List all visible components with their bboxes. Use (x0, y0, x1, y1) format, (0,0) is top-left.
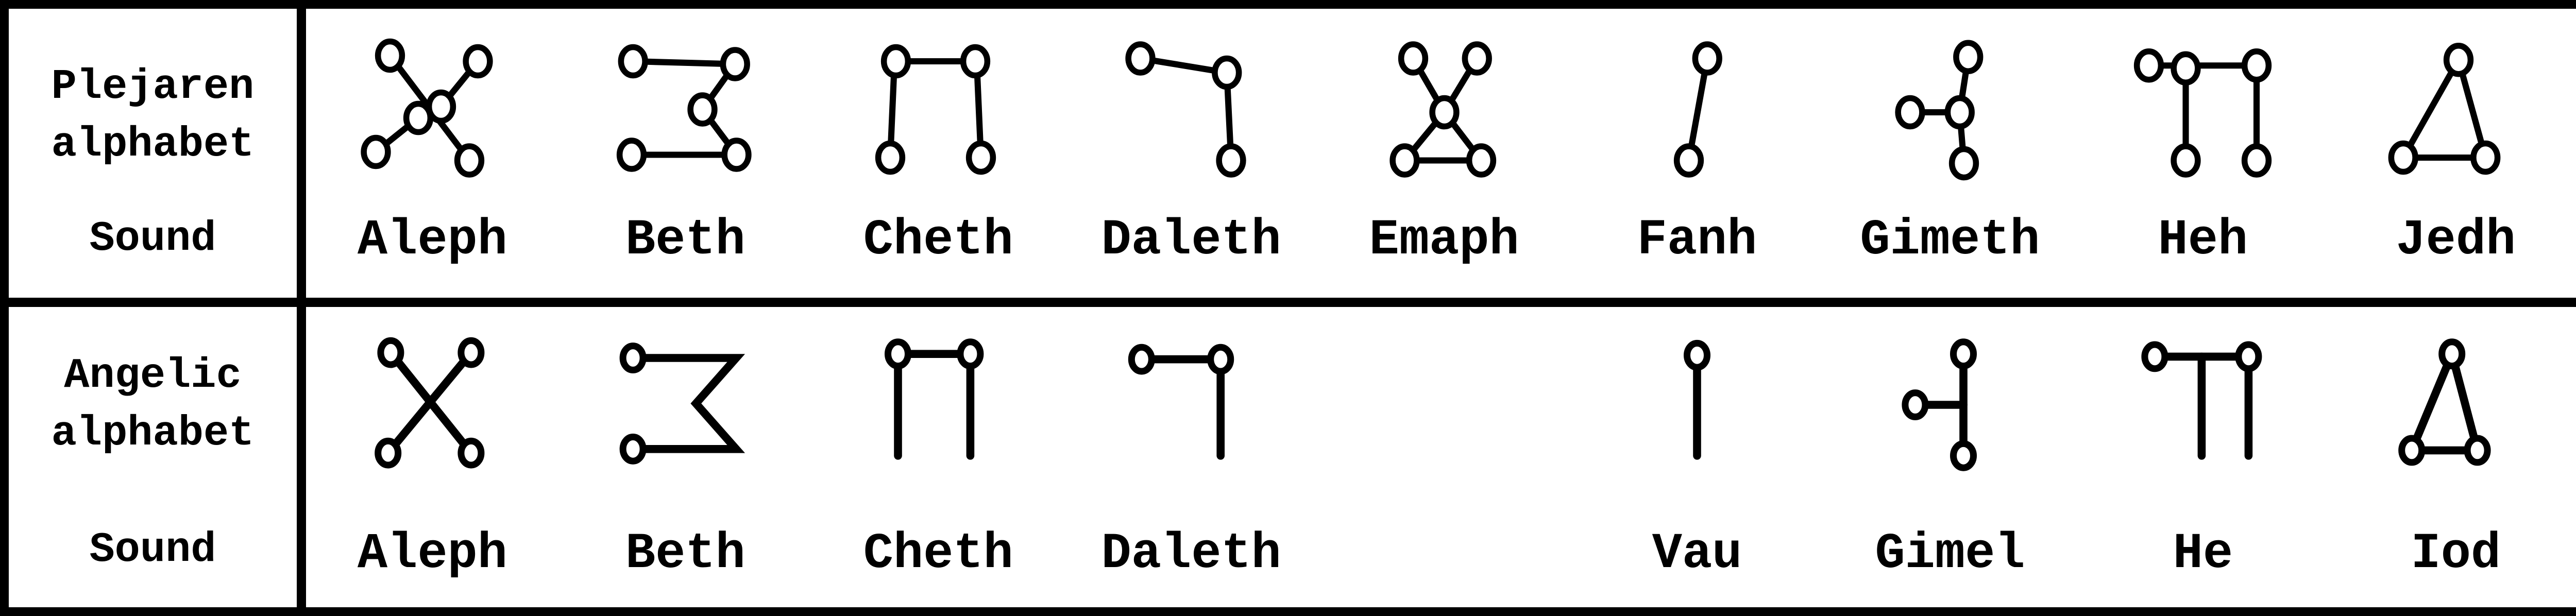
glyph-cell-plejaren-Cheth: Cheth (812, 9, 1065, 298)
glyph-cell-plejaren-Daleth: Daleth (1065, 9, 1318, 298)
plejaren-glyph-cells: Aleph Beth Cheth Daleth Emaph Fanh Gimeth Heh Je… (306, 9, 2576, 298)
angelic-glyph-cells: AlephBethChethDalethVauGimelHeIodKuffLam… (306, 307, 2576, 607)
sound-label-plejaren-cheth: Cheth (863, 212, 1013, 269)
row-angelic: Angelic alphabet Sound Aleph Beth Cheth Dale… (9, 307, 2576, 607)
plejaren-fanh-glyph (1673, 41, 1722, 178)
horizontal-divider (9, 298, 2576, 307)
glyph-cell-plejaren-Jedh: Jedh (2329, 9, 2576, 298)
glyph-cell-plejaren-Heh: Heh (2076, 9, 2329, 298)
plejaren-label-cell: Plejaren alphabet Sound (9, 9, 297, 298)
sound-label-angelic-iod: Iod (2411, 526, 2501, 583)
row-plejaren: Plejaren alphabet Sound Aleph Beth Cheth Dal… (9, 9, 2576, 298)
glyph-cell-angelic-Vau: Vau (1571, 307, 1824, 607)
plejaren-emaph-glyph (1389, 41, 1496, 178)
plejaren-jedh-glyph (2388, 42, 2501, 175)
sound-label-plejaren-fanh: Fanh (1637, 212, 1757, 269)
glyph-cell-angelic-Daleth: Daleth (1065, 307, 1318, 607)
glyph-cell-plejaren-Fanh: Fanh (1571, 9, 1824, 298)
glyph-cell-angelic-Aleph: Aleph (306, 307, 559, 607)
angelic-iod-glyph (2398, 338, 2491, 466)
sound-label-angelic-beth: Beth (625, 526, 745, 583)
sound-label-angelic-vau: Vau (1652, 526, 1742, 583)
plejaren-title-line2: alphabet (51, 121, 255, 168)
glyph-cell-angelic-Beth: Beth (559, 307, 812, 607)
glyph-cell-angelic-empty (1318, 307, 1571, 607)
glyph-cell-plejaren-Emaph: Emaph (1318, 9, 1571, 298)
sound-label-plejaren-aleph: Aleph (357, 212, 507, 269)
plejaren-alphabet-title: Plejaren alphabet (52, 58, 255, 174)
plejaren-aleph-glyph (361, 38, 493, 178)
sound-label-plejaren-daleth: Daleth (1101, 212, 1281, 269)
angelic-he-glyph (2141, 341, 2262, 460)
sound-label-angelic-cheth: Cheth (863, 526, 1013, 583)
angelic-label-cell: Angelic alphabet Sound (9, 307, 297, 607)
glyph-cell-angelic-Iod: Iod (2329, 307, 2576, 607)
glyph-cell-angelic-He: He (2076, 307, 2329, 607)
plejaren-title-line1: Plejaren (51, 63, 255, 111)
sound-label-plejaren-heh: Heh (2158, 212, 2248, 269)
plejaren-heh-glyph (2134, 48, 2272, 178)
sound-label-plejaren-jedh: Jedh (2396, 212, 2516, 269)
angelic-aleph-glyph (375, 337, 485, 469)
sound-label-angelic-aleph: Aleph (357, 526, 507, 583)
plejaren-gimeth-glyph (1895, 40, 1984, 181)
vertical-divider (297, 307, 306, 607)
sound-label-plejaren-beth: Beth (625, 212, 745, 269)
angelic-gimel-glyph (1902, 338, 1977, 471)
sound-label-plejaren-gimeth: Gimeth (1860, 212, 2040, 269)
plejaren-cheth-glyph (875, 44, 996, 175)
glyph-cell-plejaren-Gimeth: Gimeth (1824, 9, 2077, 298)
glyph-cell-plejaren-Beth: Beth (559, 9, 812, 298)
plejaren-daleth-glyph (1125, 41, 1246, 178)
plejaren-sound-heading: Sound (89, 215, 216, 263)
vertical-divider (297, 9, 306, 298)
angelic-cheth-glyph (885, 338, 984, 460)
plejaren-beth-glyph (616, 44, 752, 172)
sound-label-angelic-he: He (2173, 526, 2233, 583)
sound-label-angelic-gimel: Gimel (1875, 526, 2025, 583)
sound-label-angelic-daleth: Daleth (1101, 526, 1281, 583)
angelic-daleth-glyph (1128, 344, 1234, 460)
glyph-cell-angelic-Cheth: Cheth (812, 307, 1065, 607)
glyph-cell-angelic-Gimel: Gimel (1824, 307, 2077, 607)
angelic-title-line1: Angelic (64, 352, 242, 400)
angelic-title-line2: alphabet (51, 409, 255, 457)
angelic-vau-glyph (1684, 339, 1711, 460)
angelic-alphabet-title: Angelic alphabet (52, 347, 255, 463)
sound-label-plejaren-emaph: Emaph (1369, 212, 1519, 269)
angelic-sound-heading: Sound (89, 526, 216, 574)
glyph-cell-plejaren-Aleph: Aleph (306, 9, 559, 298)
angelic-beth-glyph (619, 343, 745, 465)
